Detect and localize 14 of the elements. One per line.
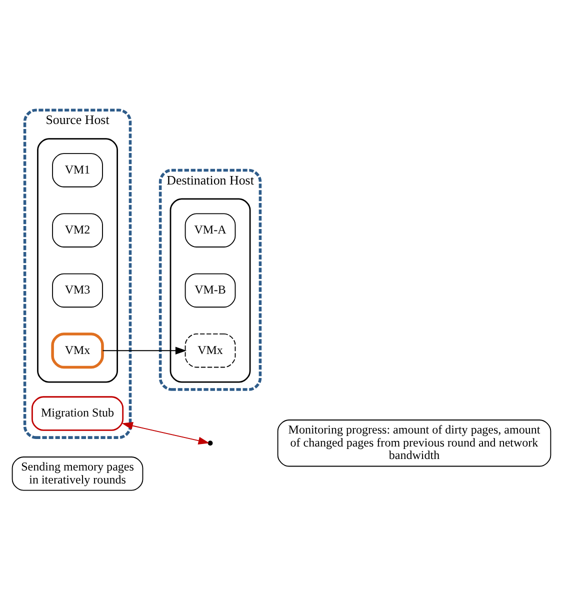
cluster — [37, 138, 118, 382]
node-box: VMx — [184, 333, 236, 368]
node-box: Sending memory pages in iteratively rounds — [12, 456, 144, 490]
cluster — [170, 198, 251, 382]
node-box: VM1 — [52, 152, 103, 187]
node-box: VM3 — [52, 272, 103, 308]
arrow — [122, 421, 210, 444]
arrow — [102, 346, 187, 354]
node-box: Migration Stub — [32, 396, 124, 430]
node-box: VM-B — [184, 272, 236, 308]
node-box: Monitoring progress: amount of dirty pages, amount of changed pages from previous round and network bandwidth — [277, 419, 552, 466]
node-box: VM-A — [184, 212, 236, 247]
node-box: VMx — [51, 332, 104, 368]
node-box: VM2 — [52, 212, 103, 247]
